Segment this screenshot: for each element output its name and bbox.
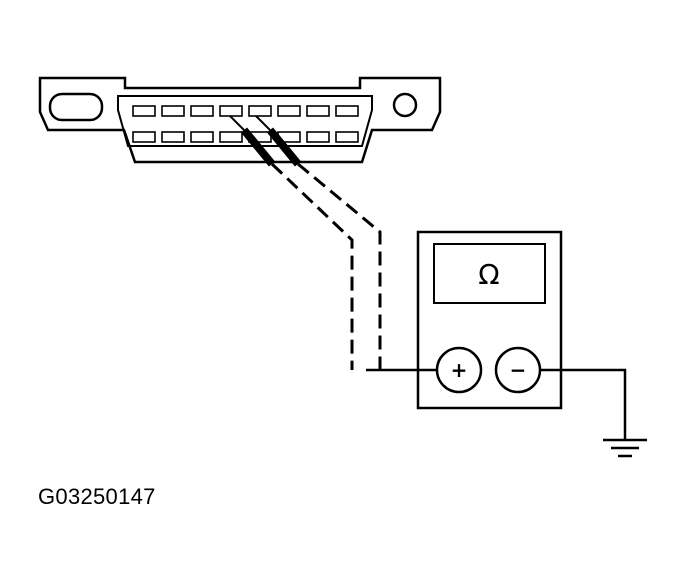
positive-terminal-symbol: + [451,358,468,382]
left-mounting-slot-icon [48,92,104,122]
lead-sleeve-right [266,127,302,167]
connector-pin [219,131,243,143]
connector-pin [306,105,330,117]
ohmmeter: Ω + − [416,230,563,410]
dlc-connector [38,76,442,164]
ground-wire [540,368,627,440]
connector-pin [132,131,156,143]
connector-pin [190,131,214,143]
lead-sleeve-left [240,127,276,167]
connector-pin [161,131,185,143]
connector-pin [306,131,330,143]
dashed-wire-right [297,162,382,370]
ground-icon [603,438,647,458]
connector-pin [335,131,359,143]
ohmmeter-display [433,243,546,304]
connector-pins [132,105,359,143]
negative-terminal-symbol: − [510,358,527,382]
connector-pin [248,105,272,117]
connector-pin [161,105,185,117]
connector-pin [335,105,359,117]
meter-wires [366,368,627,440]
dashed-wire-left [270,162,354,370]
connector-flange [38,76,442,164]
connector-pin [219,105,243,117]
connector-pin [277,105,301,117]
ohm-symbol: Ω [478,258,499,291]
lead-tip-left [229,115,245,131]
lead-tip-right [255,115,271,131]
connector-pin [132,105,156,117]
connector-pin [190,105,214,117]
connector-housing [117,95,373,147]
figure-code: G03250147 [38,484,156,509]
right-mounting-hole-icon [392,92,418,118]
test-leads [229,115,382,370]
